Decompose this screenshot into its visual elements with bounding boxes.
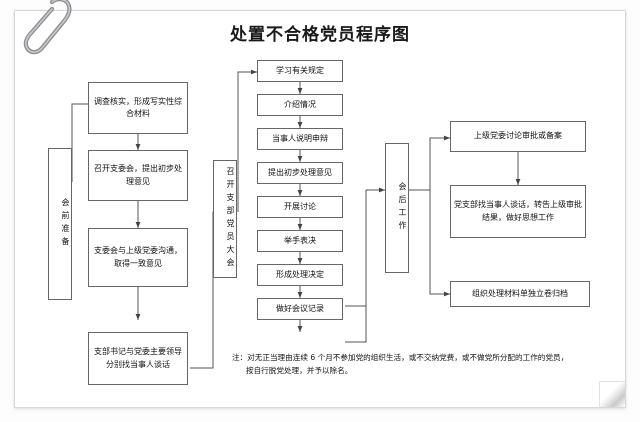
node-label-propose-opinion: 提出初步处理意见	[268, 167, 332, 177]
node-box-discussion[interactable]: 开展讨论	[257, 196, 343, 218]
node-box-propose-opinion[interactable]: 提出初步处理意见	[257, 162, 343, 184]
node-box-investigate[interactable]: 调查核实，形成写实性综合材料	[88, 82, 188, 134]
node-label-archive-materials: 组织处理材料单独立卷归档	[472, 288, 568, 298]
node-label-study-rules: 学习有关规定	[276, 65, 324, 75]
footnote: 注：对无正当理由连续 6 个月不参加党的组织生活，或不交纳党费，或不做党所分配的…	[232, 352, 624, 377]
node-box-hand-vote[interactable]: 举手表决	[257, 230, 343, 252]
node-box-inform-person[interactable]: 党支部找当事人谈话，转告上级审批结果，做好思想工作	[450, 185, 586, 238]
node-box-introduce-situation[interactable]: 介绍情况	[257, 94, 343, 116]
node-box-study-rules[interactable]: 学习有关规定	[257, 60, 343, 82]
footnote-line-2: 按自行脱党处理，并予以除名。	[246, 365, 353, 375]
node-label-discussion: 开展讨论	[284, 201, 316, 211]
node-box-branch-committee-meeting[interactable]: 召开支委会，提出初步处理意见	[88, 150, 188, 201]
stage-label-member-assembly: 召开支部党员大会	[226, 167, 235, 271]
stage-box-preparation[interactable]: 会前准备	[48, 148, 72, 300]
page-curl-corner-icon	[599, 381, 625, 407]
node-label-hand-vote: 举手表决	[284, 235, 316, 245]
stage-box-member-assembly[interactable]: 召开支部党员大会	[213, 160, 237, 278]
node-label-introduce-situation: 介绍情况	[284, 99, 316, 109]
page-title: 处置不合格党员程序图	[230, 25, 410, 45]
node-label-leaders-talk: 支部书记与党委主要领导分别找当事人谈话	[94, 347, 182, 369]
node-box-consult-higher-committee[interactable]: 支委会与上级党委沟通，取得一致意见	[88, 228, 188, 287]
node-box-archive-materials[interactable]: 组织处理材料单独立卷归档	[450, 281, 590, 307]
paperclip-icon	[22, 0, 82, 70]
node-box-person-defense[interactable]: 当事人说明申辩	[257, 128, 343, 150]
node-box-higher-approval[interactable]: 上级党委讨论审批或备案	[450, 121, 586, 152]
node-label-higher-approval: 上级党委讨论审批或备案	[474, 131, 562, 141]
node-label-form-decision: 形成处理决定	[276, 269, 324, 279]
node-label-investigate: 调查核实，形成写实性综合材料	[94, 96, 182, 118]
node-label-meeting-minutes: 做好会议记录	[276, 303, 324, 313]
footnote-line-1: 注：对无正当理由连续 6 个月不参加党的组织生活，或不交纳党费，或不做党所分配的…	[232, 353, 569, 362]
node-box-meeting-minutes[interactable]: 做好会议记录	[257, 298, 343, 320]
node-box-leaders-talk[interactable]: 支部书记与党委主要领导分别找当事人谈话	[88, 332, 188, 385]
stage-box-after-meeting[interactable]: 会后工作	[385, 143, 409, 273]
stage-label-preparation: 会前准备	[61, 198, 70, 250]
stage-label-after-meeting: 会后工作	[398, 182, 407, 234]
node-label-person-defense: 当事人说明申辩	[272, 133, 328, 143]
node-label-branch-committee-meeting: 召开支委会，提出初步处理意见	[94, 164, 182, 186]
node-box-form-decision[interactable]: 形成处理决定	[257, 264, 343, 286]
node-label-consult-higher-committee: 支委会与上级党委沟通，取得一致意见	[94, 246, 182, 268]
node-label-inform-person: 党支部找当事人谈话，转告上级审批结果，做好思想工作	[454, 200, 582, 222]
